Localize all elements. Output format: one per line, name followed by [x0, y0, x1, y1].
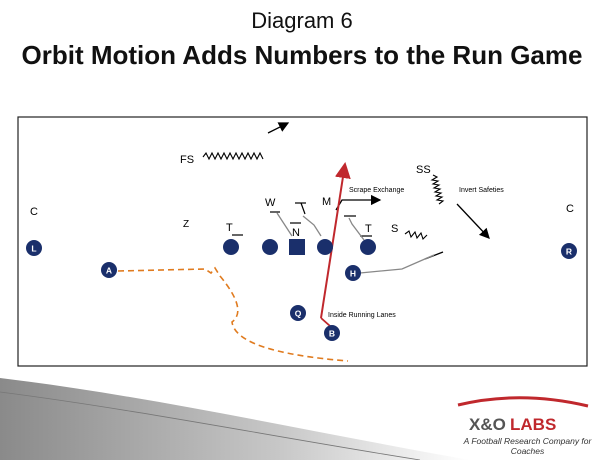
label-strong-safety: SS [416, 164, 431, 176]
player-l-label: L [31, 244, 36, 254]
logo-tagline: A Football Research Company for Coaches [463, 436, 592, 456]
label-will: W [265, 197, 276, 209]
xo-labs-logo: X&O LABS [457, 396, 589, 434]
free-safety-zigzag [202, 151, 264, 161]
label-z: Z [183, 219, 189, 230]
sam-zigzag [404, 230, 428, 241]
label-tackle-right: T [365, 223, 372, 235]
strong-safety-arrow [456, 203, 490, 239]
label-mike: M [322, 196, 331, 208]
diagram-number: Diagram 6 [251, 8, 353, 33]
label-tackle-left: T [226, 222, 233, 234]
mike-block-line [302, 215, 322, 237]
run-lane-handoff [320, 317, 331, 327]
decorative-swoosh-line [0, 391, 421, 460]
label-free-safety: FS [180, 154, 194, 166]
tackle-right-block-line [348, 217, 365, 241]
center-square [289, 239, 305, 255]
player-h-label: H [350, 269, 356, 279]
player-q-circle [290, 305, 306, 321]
orbit-motion-path [117, 266, 349, 362]
logo-xo-text: X&O [469, 415, 506, 434]
player-r-label: R [566, 247, 572, 257]
decorative-swoosh [0, 378, 470, 460]
player-b-label: B [329, 329, 335, 339]
note-scrape-exchange: Scrape Exchange [349, 187, 404, 194]
logo-swoosh-icon [457, 396, 589, 408]
note-inside-running-lanes: Inside Running Lanes [328, 312, 396, 319]
label-corner-left: C [30, 206, 38, 218]
run-lane-arrow [320, 162, 351, 319]
label-sam: S [391, 223, 398, 235]
player-a-circle [101, 262, 117, 278]
note-invert-safeties: Invert Safeties [459, 187, 504, 194]
player-l-circle [26, 240, 42, 256]
logo-labs-text: LABS [510, 415, 556, 434]
free-safety-arrow [267, 122, 290, 134]
player-h-circle [345, 265, 361, 281]
mike-block-stem [300, 202, 306, 215]
left-guard-circle [262, 239, 278, 255]
left-tackle-circle [223, 239, 239, 255]
player-r-circle [561, 243, 577, 259]
strong-safety-zigzag [430, 174, 445, 205]
diagram-title: Orbit Motion Adds Numbers to the Run Gam… [21, 40, 583, 70]
right-tackle-circle [360, 239, 376, 255]
label-corner-right: C [566, 203, 574, 215]
h-block-route [359, 254, 435, 274]
right-guard-circle [317, 239, 333, 255]
player-a-label: A [106, 266, 112, 276]
player-q-label: Q [295, 309, 302, 319]
label-nose: N [292, 227, 300, 239]
player-b-circle [324, 325, 340, 341]
will-block-line [276, 212, 293, 237]
